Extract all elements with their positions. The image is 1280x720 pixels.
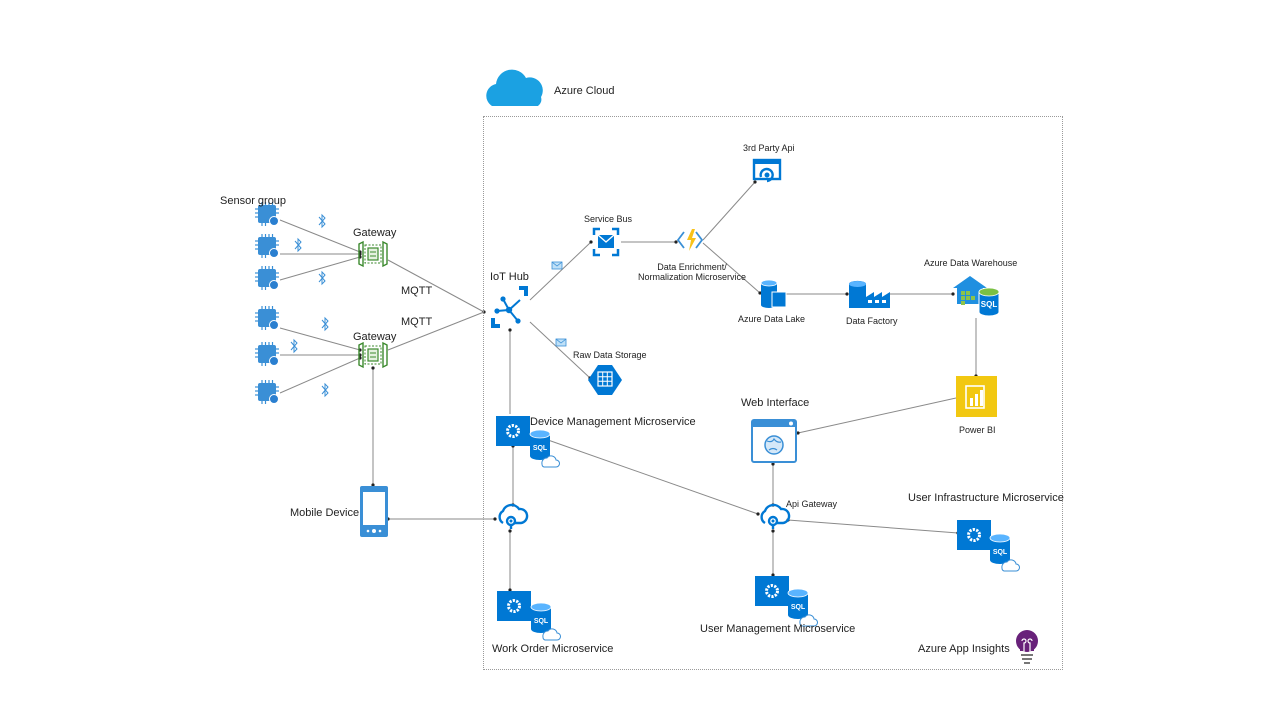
gateway-icon[interactable] [358,342,388,368]
data-warehouse-label: Azure Data Warehouse [924,258,1018,268]
app-insights-icon[interactable] [1016,630,1038,664]
message-icon [551,261,563,270]
sql-badge: SQL [981,300,998,309]
data-enrichment-label-line2: Normalization Microservice [637,272,747,282]
power-bi-icon[interactable] [956,376,997,417]
device-management-label: Device Management Microservice [530,416,696,428]
chip-icon [254,341,280,367]
mobile-device-icon[interactable] [360,486,388,537]
edge-apigw-devicemgmt [546,438,760,516]
bluetooth-icon [290,339,298,353]
azure-cloud-boundary [483,116,1063,670]
bluetooth-icon [318,214,326,228]
gateway-icon[interactable] [358,241,388,267]
edge-sensor4-gateway2 [279,327,362,352]
edge-iothub-rawstorage [529,321,592,380]
edge-gateway2-iothub [387,311,485,351]
web-interface-icon[interactable] [751,419,797,463]
api-app-icon[interactable] [752,158,782,183]
data-factory-icon[interactable] [849,280,890,308]
edge-iothub-servicebus [529,240,593,301]
mqtt-2-label: MQTT [401,316,433,328]
chip-icon [254,379,280,405]
gateway-2-label: Gateway [353,331,397,343]
bluetooth-icon [294,238,302,252]
mqtt-1-label: MQTT [401,285,433,297]
data-warehouse-icon[interactable]: SQL [953,276,1000,317]
user-infrastructure-label: User Infrastructure Microservice [908,492,1064,504]
storage-table-icon[interactable] [588,365,622,395]
message-icon [555,338,567,347]
data-lake-label: Azure Data Lake [738,314,806,324]
sensor-group [254,201,329,405]
gateway-1-label: Gateway [353,227,397,239]
chip-icon [254,233,280,259]
chip-icon [254,265,280,291]
service-bus-label: Service Bus [584,214,633,224]
user-management-label: User Management Microservice [700,623,856,635]
raw-data-storage-label: Raw Data Storage [573,350,647,360]
web-interface-label: Web Interface [741,397,810,409]
data-enrichment-label-line1: Data Enrichment/ [657,262,727,272]
edge-enrichment-3rdparty [702,180,757,241]
function-icon[interactable] [676,229,704,251]
iot-hub-icon[interactable] [491,286,528,328]
bluetooth-icon [321,317,329,331]
edge-apigw-userinfra [786,518,960,535]
edge-powerbi-webinterface [796,397,957,435]
azure-cloud-label: Azure Cloud [554,85,615,97]
iot-hub-label: IoT Hub [490,271,529,283]
data-factory-label: Data Factory [846,316,898,326]
sensor-group-label: Sensor group [220,195,287,207]
edge-gateway1-iothub [387,259,486,314]
api-gateway-label: Api Gateway [786,499,838,509]
azure-cloud-icon [486,69,543,106]
edge-sensor3-gateway1 [279,255,362,281]
data-lake-icon[interactable] [760,279,787,308]
edge-sensor1-gateway1 [279,219,362,254]
edge-enrichment-datalake [702,242,762,295]
third-party-api-label: 3rd Party Api [743,143,795,153]
edge-sensor6-gateway2 [279,356,362,394]
service-bus-icon[interactable] [592,227,620,257]
app-insights-label: Azure App Insights [918,643,1010,655]
mobile-device-label: Mobile Device [290,507,360,519]
work-order-label: Work Order Microservice [492,643,614,655]
bluetooth-icon [318,271,326,285]
chip-icon [254,305,280,331]
power-bi-label: Power BI [959,425,996,435]
bluetooth-icon [321,383,329,397]
